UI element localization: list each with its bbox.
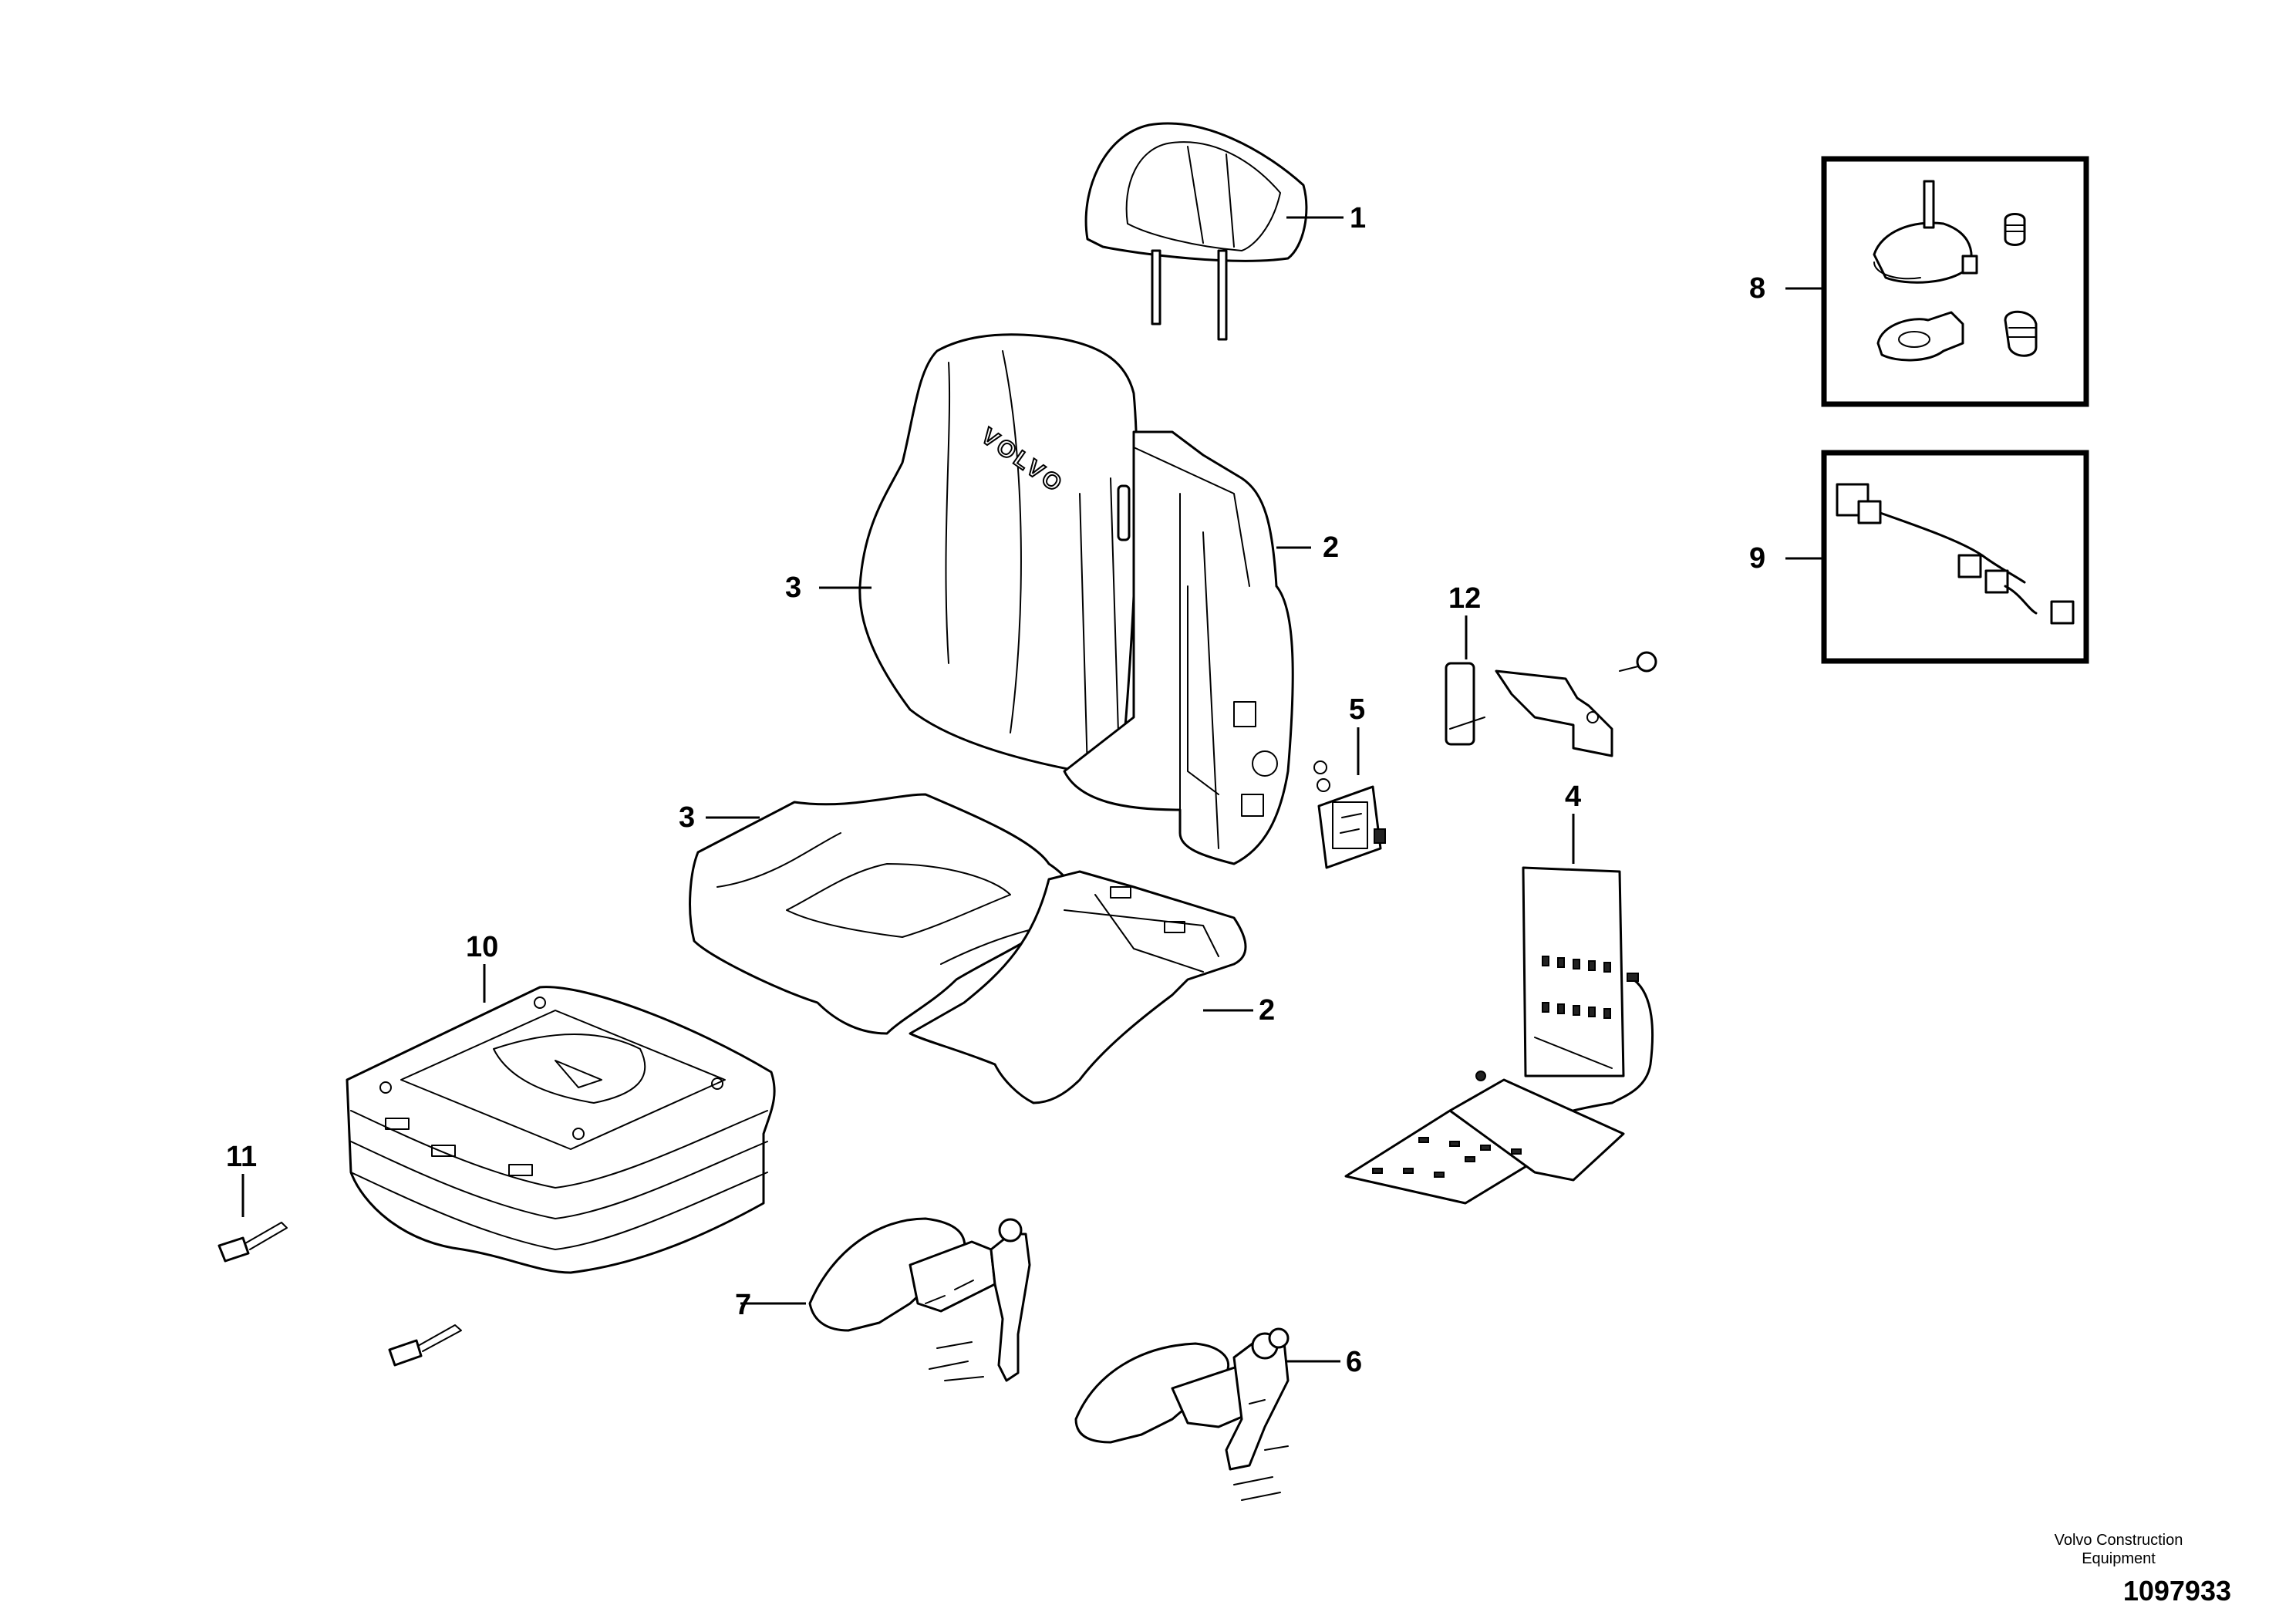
latch-part [217,1174,462,1367]
heater-pads-lower [1372,1137,1522,1178]
callout-12: 12 [1448,582,1481,615]
vendor-line-1: Volvo Construction [2054,1532,2183,1549]
armrest-right-part [1074,1327,1340,1501]
callout-3-seat: 3 [679,801,695,834]
heater-pads-upper [1542,956,1611,1019]
callout-9: 9 [1749,542,1765,575]
backrest-frame-part [1063,430,1311,865]
seat-frame-part [909,870,1253,1104]
seat-heater-part [1344,814,1654,1205]
kit-8-box [1821,156,2089,407]
callout-2-seat: 2 [1259,994,1275,1027]
callout-11: 11 [226,1141,257,1173]
callout-6: 6 [1346,1346,1362,1378]
callout-7: 7 [735,1289,751,1321]
callout-3-backrest: 3 [785,572,801,604]
callout-2-backrest: 2 [1323,531,1339,564]
headrest-part [1084,122,1344,341]
switch-panel-part [1313,727,1386,869]
backrest-cover-part: VOLVO [819,333,1138,774]
bracket-part [1445,615,1657,757]
suspension-part [346,964,776,1274]
callout-4: 4 [1565,781,1581,813]
callouts: 1 2 3 3 2 4 5 6 7 8 9 10 11 12 [226,202,1765,1378]
kit-9-part [1785,450,2089,664]
vendor-line-2: Equipment [2082,1550,2156,1567]
callout-10: 10 [466,931,498,963]
callout-1: 1 [1350,202,1366,234]
document-number: 1097933 [2122,1575,2231,1607]
callout-5: 5 [1349,693,1365,726]
callout-8: 8 [1749,272,1765,305]
vendor-name: Volvo Construction Equipment [2003,1531,2234,1568]
armrest-left-part [740,1217,1031,1382]
kit-8-part [1785,156,2089,407]
kit-9-box [1821,450,2089,664]
